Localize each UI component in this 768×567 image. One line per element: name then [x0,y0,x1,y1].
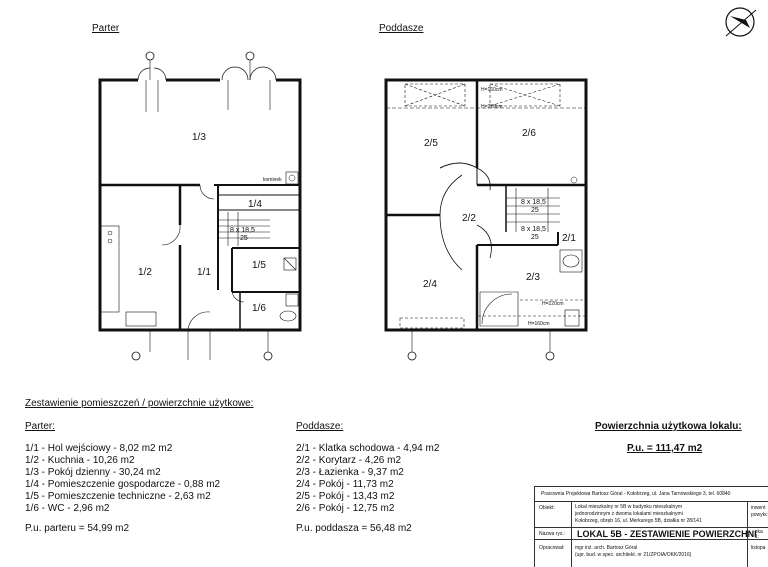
list-item: 2/2 - Korytarz - 4,26 m2 [296,455,402,466]
list-item: 1/2 - Kuchnia - 10,26 m2 [25,455,135,466]
stair-width-label: 25 [240,235,248,242]
room-label-1-5: 1/5 [252,260,266,271]
side-note-2: powykc [751,512,768,518]
stair-label-lower: 8 x 18,5 [521,226,546,233]
height-label-220: H=220cm [481,104,503,110]
room-label-2-5: 2/5 [424,138,438,149]
author-name: mgr inż. arch. Bartosz Góral [575,545,638,551]
list-item: 2/1 - Klatka schodowa - 4,94 m2 [296,443,440,454]
obiekt-label: Obiekt: [539,505,555,511]
list-item: 2/6 - Pokój - 12,75 m2 [296,503,395,514]
room-label-2-3: 2/3 [526,272,540,283]
room-label-2-6: 2/6 [522,128,536,139]
list-item: 1/3 - Pokój dzienny - 30,24 m2 [25,467,161,478]
ground-floor-labels: 1/3 1/4 1/2 1/1 1/5 1/6 8 x 18,5 25 komi… [138,132,282,314]
room-label-1-4: 1/4 [248,199,262,210]
lokal-heading: Powierzchnia użytkowa lokalu: [595,421,742,432]
side-note-1: inwent [751,505,766,511]
list-item: 1/4 - Pomieszczenie gospodarcze - 0,88 m… [25,479,221,490]
list-item: 1/6 - WC - 2,96 m2 [25,503,110,514]
ground-floor-plan [98,51,302,361]
attic-floor-plan [384,78,588,361]
drawing-title: LOKAL 5B - ZESTAWIENIE POWIERZCHNI [577,529,757,539]
room-label-2-1: 2/1 [562,233,576,244]
date-label: listopa [751,545,766,551]
author-license: (upr. bud. w spec. architekt. nr 21/ZPOI… [575,552,692,558]
stair-label: 8 x 18,5 [230,227,255,234]
list-item: 1/5 - Pomieszczenie techniczne - 2,63 m2 [25,491,211,502]
stair-width-label-upper: 25 [531,207,539,214]
rysunek-label: Nazwa rys.: [539,531,566,537]
summary-heading: Zestawienie pomieszczeń / powierzchnie u… [25,398,254,409]
room-label-2-4: 2/4 [423,279,437,290]
height-label-160: H=160cm [481,87,503,93]
obiekt-line-2: jednorodzinnym z dwoma lokalami mieszkal… [575,511,683,517]
height-label-160-bath: H=160cm [528,321,550,327]
room-label-2-2: 2/2 [462,213,476,224]
list-item: 2/3 - Łazienka - 9,37 m2 [296,467,404,478]
opracowal-label: Opracował: [539,545,565,551]
obiekt-line-1: Lokal mieszkalny nr 5B w budynku mieszka… [575,504,682,510]
scale-label: ska [755,529,763,535]
list-item: 1/1 - Hol wejściowy - 8,02 m2 m2 [25,443,173,454]
lokal-total: P.u. = 111,47 m2 [627,443,703,454]
fireplace-label: kominek [263,177,282,183]
list-item: 2/5 - Pokój - 13,43 m2 [296,491,395,502]
scale-value: 1: [755,534,760,540]
floor-plans: 1/3 1/4 1/2 1/1 1/5 1/6 8 x 18,5 25 komi… [98,7,757,361]
title-block: Pracownia Projektowa Bartosz Góral - Koł… [534,486,768,567]
obiekt-line-3: Kołobrzeg, obręb 16, ul. Merkurego 5B, d… [575,518,702,524]
stair-label-upper: 8 x 18,5 [521,199,546,206]
height-label-220-bath: H=220cm [542,301,564,307]
compass-icon [725,7,757,37]
parter-total: P.u. parteru = 54,99 m2 [25,523,130,534]
list-item: 2/4 - Pokój - 11,73 m2 [296,479,394,490]
room-label-1-2: 1/2 [138,267,152,278]
parter-title: Parter [92,23,120,34]
room-label-1-1: 1/1 [197,267,211,278]
parter-heading: Parter: [25,421,56,432]
attic-floor-labels: 2/5 2/6 2/2 2/1 2/4 2/3 8 x 18,5 25 8 x … [423,87,576,327]
room-label-1-6: 1/6 [252,303,266,314]
firm-name: Pracownia Projektowa Bartosz Góral - Koł… [541,491,731,497]
poddasze-title: Poddasze [379,23,424,34]
stair-width-label-lower: 25 [531,234,539,241]
poddasze-heading: Poddasze: [296,421,344,432]
poddasze-total: P.u. poddasza = 56,48 m2 [296,523,412,534]
room-label-1-3: 1/3 [192,132,206,143]
